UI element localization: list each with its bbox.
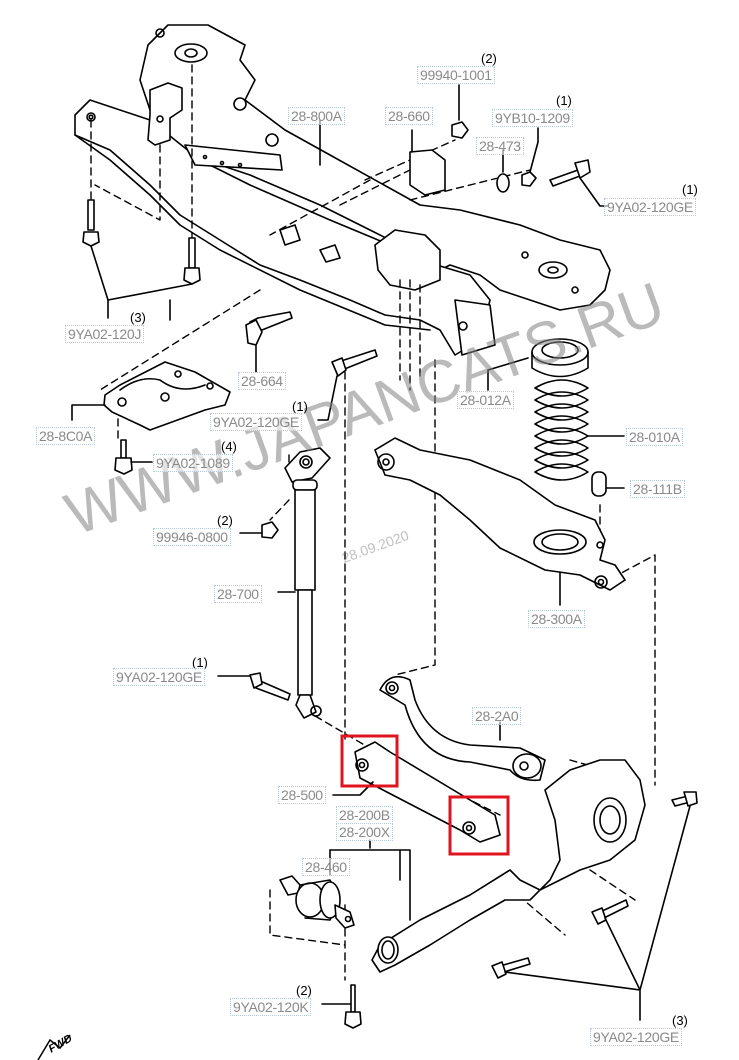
bolt-9YA02-120GE-bottom-c[interactable] (491, 957, 531, 979)
label-28-700[interactable]: 28-700 (214, 585, 262, 603)
bolt-9YA02-120K[interactable] (321, 984, 362, 1029)
coil-spring-28-010A[interactable] (534, 379, 625, 481)
trailing-arm-knuckle-28-200B[interactable] (329, 759, 646, 973)
label-9YA02-120J[interactable]: 9YA02-120J (65, 325, 145, 343)
label-28-664[interactable]: 28-664 (238, 372, 286, 390)
bump-stop-28-111B[interactable] (591, 471, 625, 497)
qty-9YB10-1209: (1) (556, 93, 572, 108)
label-28-473[interactable]: 28-473 (476, 137, 524, 155)
highlight-28-500-rear-bushing (448, 795, 510, 856)
crossmember-28-800A[interactable] (74, 24, 611, 356)
shock-absorber-28-700[interactable] (277, 447, 331, 719)
label-9YB10-1209[interactable]: 9YB10-1209 (492, 109, 573, 127)
label-28-460[interactable]: 28-460 (302, 858, 350, 876)
label-28-2A0[interactable]: 28-2A0 (472, 707, 522, 725)
bolt-9YA02-120J-b[interactable] (183, 237, 201, 285)
nut-99940-1001[interactable] (451, 84, 469, 139)
label-9YA02-120GE-mid[interactable]: 9YA02-120GE (210, 413, 302, 431)
label-28-8C0A[interactable]: 28-8C0A (36, 427, 96, 445)
label-9YA02-1089[interactable]: 9YA02-1089 (153, 454, 233, 472)
qty-99946-0800: (2) (217, 513, 233, 528)
upper-arm-28-2A0[interactable] (379, 675, 546, 782)
label-28-111B[interactable]: 28-111B (630, 480, 685, 498)
spring-seat-28-012A[interactable] (487, 338, 589, 391)
qty-9YA02-120GE-bottom: (3) (672, 1013, 688, 1028)
bolt-9YA02-120GE-bottom-b[interactable] (591, 899, 629, 925)
bolt-9YA02-120GE-mid[interactable] (317, 349, 378, 421)
lower-arm-28-300A[interactable] (374, 437, 626, 606)
label-28-660[interactable]: 28-660 (385, 107, 433, 125)
bolt-9YA02-120J-a[interactable] (82, 199, 100, 247)
label-9YA02-120K[interactable]: 9YA02-120K (230, 998, 312, 1016)
label-28-200B[interactable]: 28-200B (336, 806, 393, 824)
label-28-200X[interactable]: 28-200X (336, 823, 393, 841)
nut-9YB10-1209[interactable] (521, 127, 539, 187)
bolt-28-664[interactable] (245, 311, 293, 373)
label-9YA02-120GE-left[interactable]: 9YA02-120GE (113, 668, 205, 686)
bolt-9YA02-120GE-top[interactable] (549, 159, 609, 207)
label-28-012A[interactable]: 28-012A (457, 391, 514, 409)
label-28-300A[interactable]: 28-300A (528, 610, 585, 628)
label-99940-1001[interactable]: 99940-1001 (417, 66, 495, 84)
label-28-800A[interactable]: 28-800A (288, 107, 345, 125)
label-9YA02-120GE-top[interactable]: 9YA02-120GE (604, 198, 696, 216)
qty-9YA02-120K: (2) (296, 983, 312, 998)
label-28-500[interactable]: 28-500 (278, 786, 326, 804)
label-28-010A[interactable]: 28-010A (626, 428, 683, 446)
bolt-9YA02-120GE-bottom-a[interactable] (671, 791, 698, 807)
bolt-9YA02-120GE-left[interactable] (217, 672, 291, 701)
qty-9YA02-120GE-mid: (1) (292, 399, 308, 414)
washer-28-473[interactable] (496, 149, 510, 193)
label-99946-0800[interactable]: 99946-0800 (153, 528, 231, 546)
qty-9YA02-1089: (4) (221, 439, 237, 454)
qty-9YA02-120J: (3) (130, 310, 146, 325)
bolt-9YA02-1089[interactable] (114, 439, 153, 475)
qty-9YA02-120GE-left: (1) (192, 655, 208, 670)
qty-9YA02-120GE-top: (1) (682, 182, 698, 197)
label-9YA02-120GE-bottom[interactable]: 9YA02-120GE (590, 1028, 682, 1046)
fwd-arrow-icon (37, 1034, 71, 1060)
bracket-plate-28-8C0A[interactable] (71, 361, 231, 431)
highlight-28-500-front-bushing (340, 734, 399, 788)
qty-99940-1001: (2) (481, 51, 497, 66)
nut-99946-0800[interactable] (239, 521, 279, 539)
mount-bushing-28-660[interactable] (409, 129, 446, 196)
bushing-28-460[interactable] (279, 875, 355, 929)
